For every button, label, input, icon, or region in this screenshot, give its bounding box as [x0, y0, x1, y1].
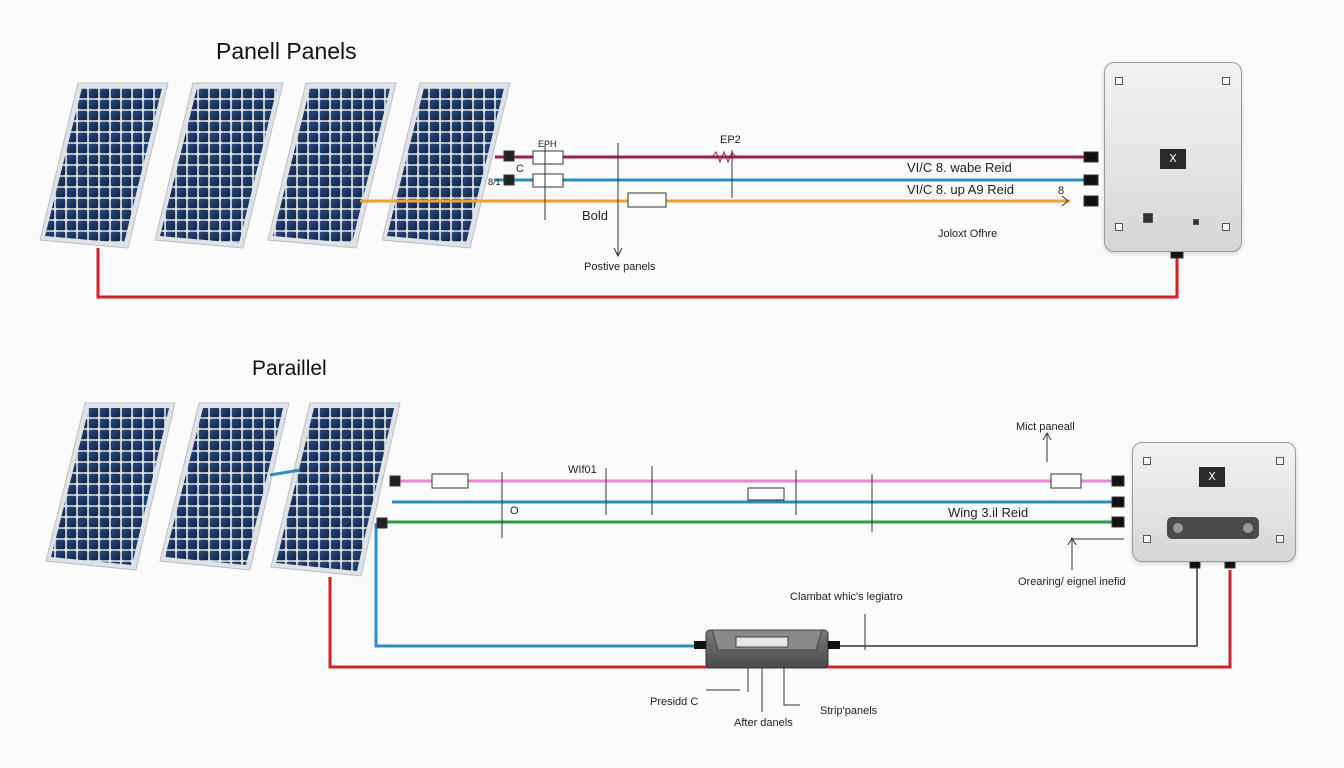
- wire-label-pink: WIf01: [568, 464, 597, 476]
- inverter: X: [1132, 442, 1296, 562]
- inverter-connector-bar: [1167, 517, 1259, 539]
- solar-panel: [45, 402, 176, 571]
- combiner-box: [694, 629, 840, 669]
- connector-label: 8/1: [488, 177, 501, 187]
- parallel-section-title: Paraillel: [252, 357, 327, 380]
- wire-label-maroon: VI/C 8. wabe Reid: [907, 160, 1012, 175]
- connector-label: C: [516, 163, 524, 175]
- connector-port: [1173, 523, 1183, 533]
- status-led: [1193, 219, 1199, 225]
- mict-panel-label: Mict paneall: [1016, 421, 1075, 433]
- ep2-label: EP2: [720, 134, 741, 146]
- solar-panel: [159, 402, 290, 571]
- wire-label-blue: VI/C 8. up A9 Reid: [907, 182, 1014, 197]
- screw: [1276, 535, 1284, 543]
- solar-panel: [270, 402, 401, 577]
- screw: [1222, 77, 1230, 85]
- clambat-label: Clambat whic's legiatro: [790, 591, 903, 603]
- series-components: [503, 143, 1184, 259]
- screw: [1143, 457, 1151, 465]
- wire-red: [96, 248, 1179, 299]
- inverter-logo-icon: X: [1160, 149, 1186, 169]
- positive-panels-label: Postive panels: [584, 261, 656, 273]
- solar-panel: [154, 82, 284, 249]
- screw: [1115, 223, 1123, 231]
- wire-label-green: Wing 3.il Reid: [948, 505, 1029, 520]
- inverter-note: Joloxt Ofhre: [938, 228, 998, 240]
- solar-panel: [39, 82, 169, 249]
- presidd-label: Presidd C: [650, 696, 699, 708]
- series-wires: [96, 155, 1179, 299]
- screw: [1115, 77, 1123, 85]
- after-panels-label: After danels: [734, 717, 793, 729]
- strip-panels-label: Strip'panels: [820, 705, 878, 717]
- screw: [1143, 535, 1151, 543]
- screw: [1276, 457, 1284, 465]
- series-section-title: Panell Panels: [216, 38, 357, 64]
- inverter-logo-icon: X: [1199, 467, 1225, 487]
- screw: [1222, 223, 1230, 231]
- bold-label: Bold: [582, 208, 609, 223]
- parallel-panels: [45, 402, 401, 577]
- solar-panel: [267, 82, 397, 249]
- inverter: X: [1104, 62, 1242, 252]
- parallel-components: [376, 431, 1236, 712]
- status-led: [1143, 213, 1153, 223]
- orearing-label: Orearing/ eignel inefid: [1018, 576, 1126, 588]
- o-label: O: [510, 505, 519, 517]
- fuse-label: EPH: [538, 139, 557, 149]
- connector-port: [1243, 523, 1253, 533]
- solar-panel: [381, 82, 511, 249]
- number-label: 8: [1058, 185, 1065, 197]
- series-panels: [39, 82, 511, 249]
